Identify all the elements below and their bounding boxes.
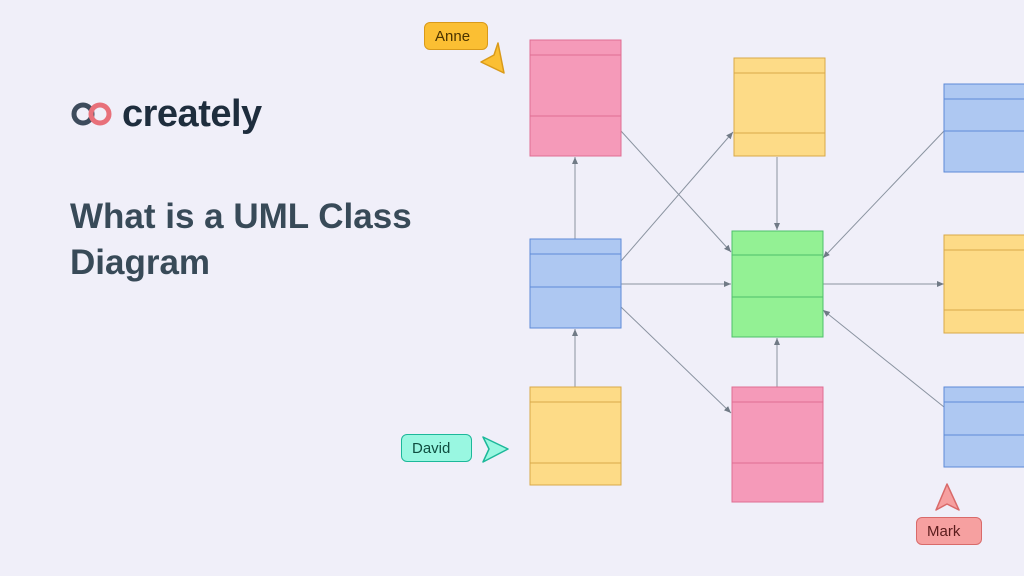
david-cursor-icon (482, 436, 509, 463)
connector-pink-to-green (620, 130, 732, 253)
anne-cursor-icon (480, 42, 505, 74)
connector-blue-right-to-green (822, 130, 945, 259)
class-box-pink-top[interactable] (529, 39, 622, 157)
class-box-yellow-left[interactable] (529, 386, 622, 486)
class-box-yellow-top[interactable] (733, 57, 826, 157)
class-box-blue-right-top[interactable] (943, 83, 1024, 173)
class-box-pink-bottom[interactable] (731, 386, 824, 503)
connector-blue-to-yellow (620, 131, 734, 262)
connector-blue-bottom-to-green (822, 309, 945, 408)
page-title: What is a UML Class Diagram (70, 197, 412, 282)
connectors (572, 130, 945, 414)
creately-logo: creately (70, 92, 262, 136)
cursor-label-mark: Mark (916, 517, 982, 545)
class-box-yellow-right[interactable] (943, 234, 1024, 334)
creately-logo-icon (71, 102, 112, 126)
class-box-green-center[interactable] (731, 230, 824, 338)
connector-blue-to-pink-bottom (620, 306, 732, 414)
class-box-blue-left[interactable] (529, 238, 622, 329)
class-box-blue-right-bottom[interactable] (943, 386, 1024, 468)
brand-name: creately (122, 93, 262, 135)
cursor-label-anne: Anne (424, 22, 488, 50)
mark-cursor-icon (935, 483, 960, 511)
cursor-label-david: David (401, 434, 472, 462)
